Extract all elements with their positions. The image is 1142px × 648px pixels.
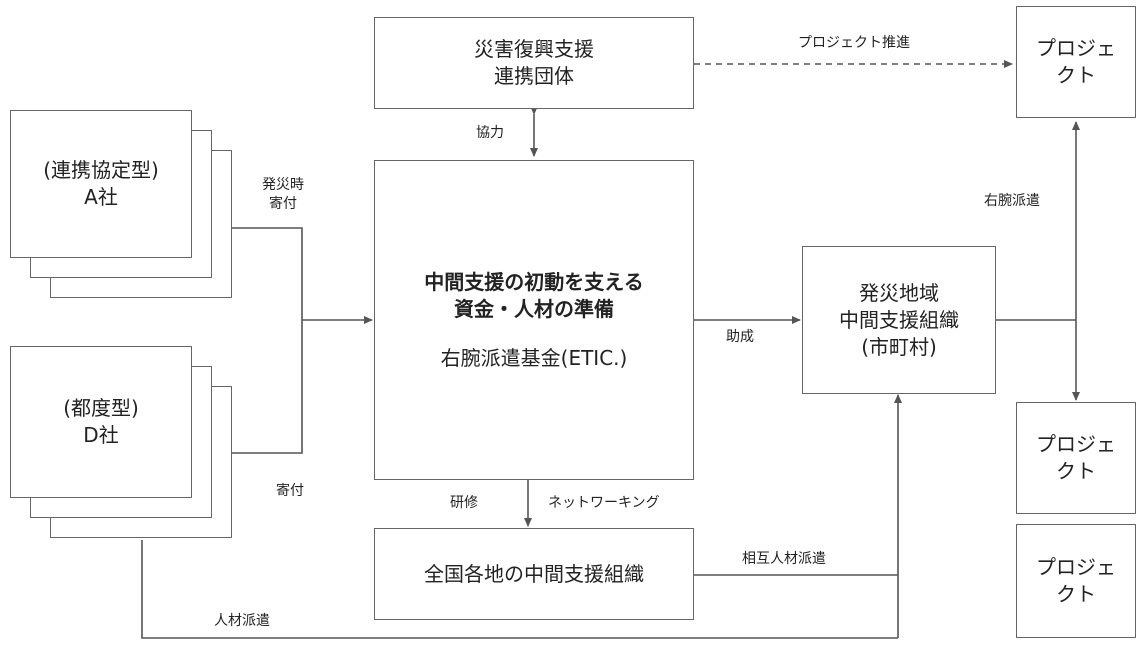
fund-title-line1: 中間支援の初動を支える — [424, 269, 644, 294]
disaster-org-line2: 連携団体 — [494, 64, 574, 88]
label-training: 研修 — [450, 495, 478, 511]
label-personnel-dispatch: 人材派遣 — [214, 613, 270, 629]
project-bot-line2: クト — [1056, 582, 1096, 606]
label-project-promotion: プロジェクト推進 — [798, 35, 910, 51]
company-d-type: (都度型) — [63, 396, 139, 420]
company-a-donation-line — [232, 227, 303, 320]
company-a-name: A社 — [84, 185, 118, 209]
national-intermediate-org-box: 全国各地の中間支援組織 — [374, 528, 694, 620]
project-box-bottom: プロジェ クト — [1016, 524, 1136, 638]
national-org-name: 全国各地の中間支援組織 — [424, 561, 644, 586]
label-cooperation: 協力 — [476, 125, 504, 141]
fund-box: 中間支援の初動を支える 資金・人材の準備 右腕派遣基金(ETIC.) — [374, 160, 694, 480]
project-box-top: プロジェ クト — [1016, 6, 1136, 118]
company-a-box: (連携協定型) A社 — [10, 110, 192, 258]
label-right-hand-dispatch: 右腕派遣 — [984, 193, 1040, 209]
personnel-dispatch-line — [141, 540, 898, 639]
project-top-line2: クト — [1056, 63, 1096, 87]
local-org-line3: (市町村) — [861, 334, 937, 359]
company-d-box: (都度型) D社 — [10, 346, 192, 498]
fund-name: 右腕派遣基金(ETIC.) — [440, 345, 628, 370]
project-bot-line1: プロジェ — [1036, 555, 1116, 579]
disaster-org-line1: 災害復興支援 — [474, 37, 594, 61]
project-top-line1: プロジェ — [1036, 36, 1116, 60]
company-d-donation-line — [232, 320, 303, 454]
label-donation-on-disaster-line1: 発災時 — [262, 177, 304, 193]
project-mid-line2: クト — [1056, 459, 1096, 483]
project-mid-line1: プロジェ — [1036, 432, 1116, 456]
company-d-name: D社 — [83, 423, 119, 447]
local-intermediate-org-box: 発災地域 中間支援組織 (市町村) — [802, 246, 996, 394]
project-box-middle: プロジェ クト — [1016, 402, 1136, 514]
label-mutual-dispatch: 相互人材派遣 — [742, 551, 826, 567]
label-donation: 寄付 — [276, 483, 304, 499]
local-org-line1: 発災地域 — [859, 280, 939, 305]
local-org-line2: 中間支援組織 — [839, 307, 959, 332]
company-a-type: (連携協定型) — [43, 158, 159, 182]
disaster-recovery-org-box: 災害復興支援 連携団体 — [374, 17, 694, 109]
label-donation-on-disaster: 発災時 寄付 — [262, 176, 304, 214]
label-networking: ネットワーキング — [548, 495, 660, 511]
label-grant: 助成 — [726, 329, 754, 345]
fund-title-line2: 資金・人材の準備 — [454, 296, 614, 321]
label-donation-on-disaster-line2: 寄付 — [269, 195, 297, 212]
